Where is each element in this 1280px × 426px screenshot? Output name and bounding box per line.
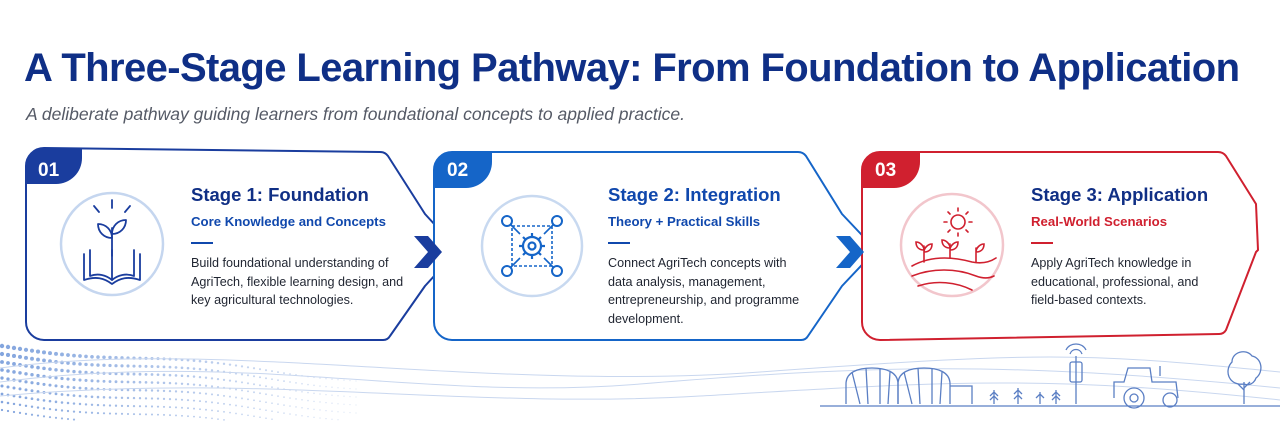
stage-number-tab-3 [862, 152, 920, 188]
stage-title-3: Stage 3: Application [1031, 184, 1209, 205]
wave-lines [0, 356, 1280, 401]
stage-text-3: Stage 3: Application Real-World Scenario… [1031, 184, 1221, 310]
stage-text-1: Stage 1: Foundation Core Knowledge and C… [191, 184, 416, 310]
stage-description-1: Build foundational understanding of Agri… [191, 256, 404, 307]
stage-title-1: Stage 1: Foundation [191, 184, 369, 205]
page-subtitle: A deliberate pathway guiding learners fr… [26, 104, 685, 124]
stage-subtitle-2: Theory + Practical Skills [608, 214, 761, 229]
gear-network-icon [480, 194, 584, 298]
stage-text-2: Stage 2: Integration Theory + Practical … [608, 184, 808, 328]
stage-title-2: Stage 2: Integration [608, 184, 781, 205]
stage-divider-3 [1031, 242, 1053, 244]
tractor-icon [1113, 366, 1179, 409]
stage-number-3: 03 [875, 160, 897, 181]
chevron-right-icon [414, 236, 442, 268]
plant-sprouts [989, 388, 1061, 404]
stage-number-1: 01 [38, 160, 60, 181]
page-title: A Three-Stage Learning Pathway: From Fou… [24, 46, 1240, 90]
sun-field-icon [899, 192, 1005, 298]
stage-description-3: Apply AgriTech knowledge in educational,… [1031, 256, 1199, 307]
tree-icon [1227, 351, 1262, 404]
greenhouse-icon [845, 367, 973, 405]
stage-description-2: Connect AgriTech concepts with data anal… [608, 256, 800, 326]
stage-subtitle-3: Real-World Scenarios [1031, 214, 1168, 229]
dot-wave-pattern [0, 343, 357, 421]
stage-divider-1 [191, 242, 213, 244]
book-seedling-icon [59, 191, 165, 297]
sensor-pole-icon [1065, 343, 1087, 404]
stage-divider-2 [608, 242, 630, 244]
stage-number-2: 02 [447, 160, 469, 181]
chevron-right-icon [836, 236, 864, 268]
stage-number-tab-1 [26, 147, 82, 184]
stage-number-tab-2 [434, 152, 492, 188]
stage-subtitle-1: Core Knowledge and Concepts [191, 214, 386, 229]
farm-illustration [820, 343, 1280, 409]
